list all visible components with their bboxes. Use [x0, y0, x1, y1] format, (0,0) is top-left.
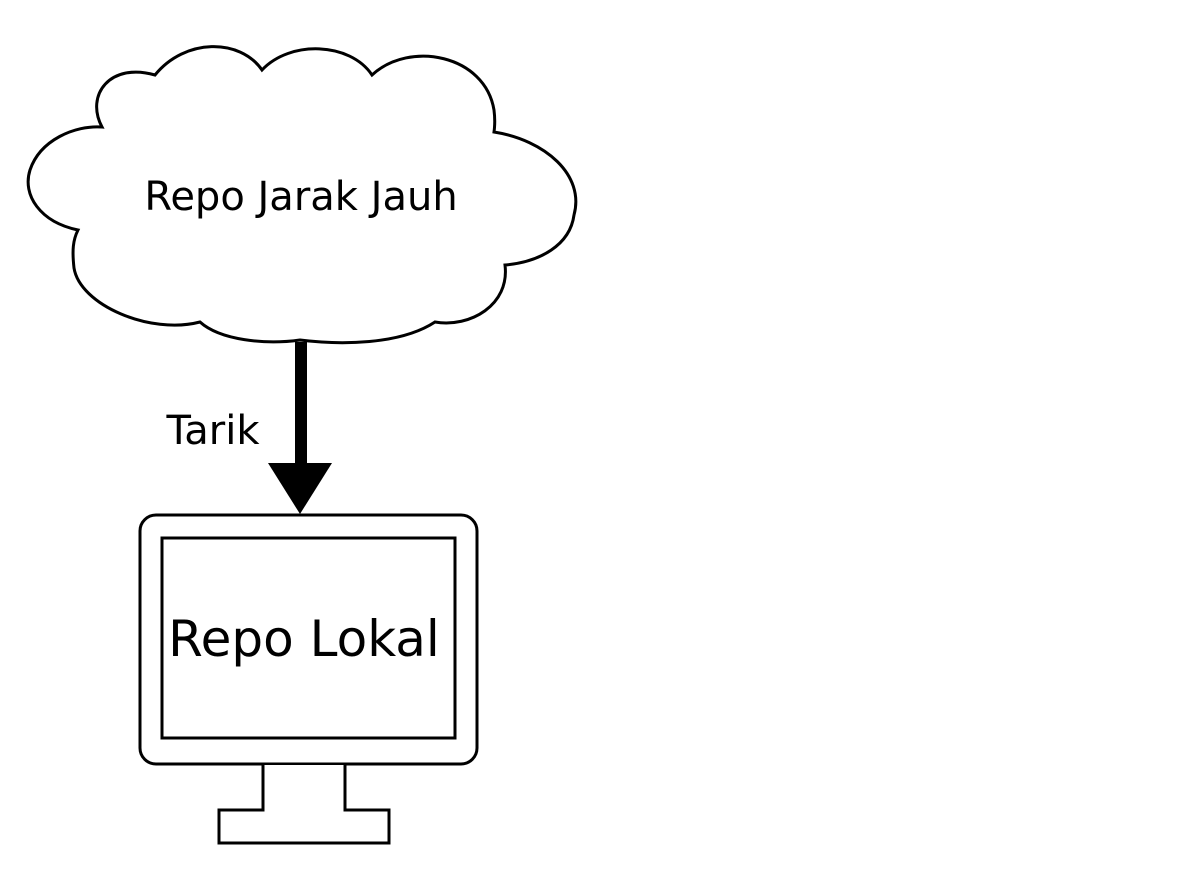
- cloud-icon: [26, 45, 578, 345]
- monitor-stand: [217, 765, 391, 845]
- pull-label: Tarik: [165, 408, 260, 454]
- local-repo-node: Repo Lokal: [138, 513, 479, 845]
- pull-arrow: Tarik: [165, 342, 332, 514]
- remote-repo-node: Repo Jarak Jauh: [26, 45, 578, 345]
- remote-repo-label: Repo Jarak Jauh: [144, 174, 457, 220]
- arrow-down-icon: [268, 463, 332, 514]
- local-repo-label: Repo Lokal: [168, 610, 440, 668]
- monitor-screen: [160, 536, 457, 740]
- monitor-icon: [138, 513, 479, 845]
- arrow-shaft: [295, 342, 307, 464]
